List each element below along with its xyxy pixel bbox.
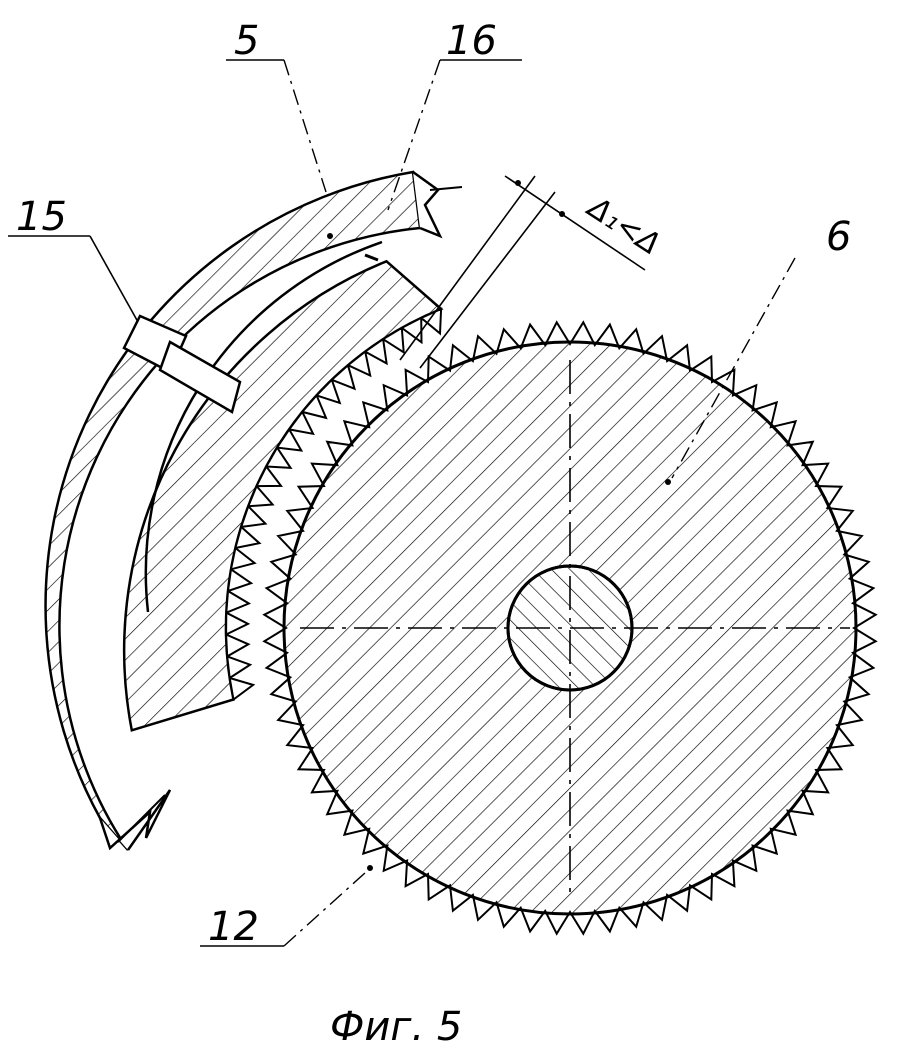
leaders (8, 59, 796, 947)
gear-6 (262, 320, 878, 936)
label-gap: Δ₁<Δ (580, 189, 666, 262)
label-5: 5 (234, 18, 259, 64)
figure-caption: Фиг. 5 (330, 1004, 462, 1050)
label-6: 6 (826, 214, 851, 260)
clamp-15 (122, 314, 242, 414)
label-12: 12 (208, 904, 259, 950)
inner-segment (122, 253, 444, 732)
label-15: 15 (16, 194, 67, 240)
label-16: 16 (446, 18, 497, 64)
gap-dimension (399, 175, 646, 369)
